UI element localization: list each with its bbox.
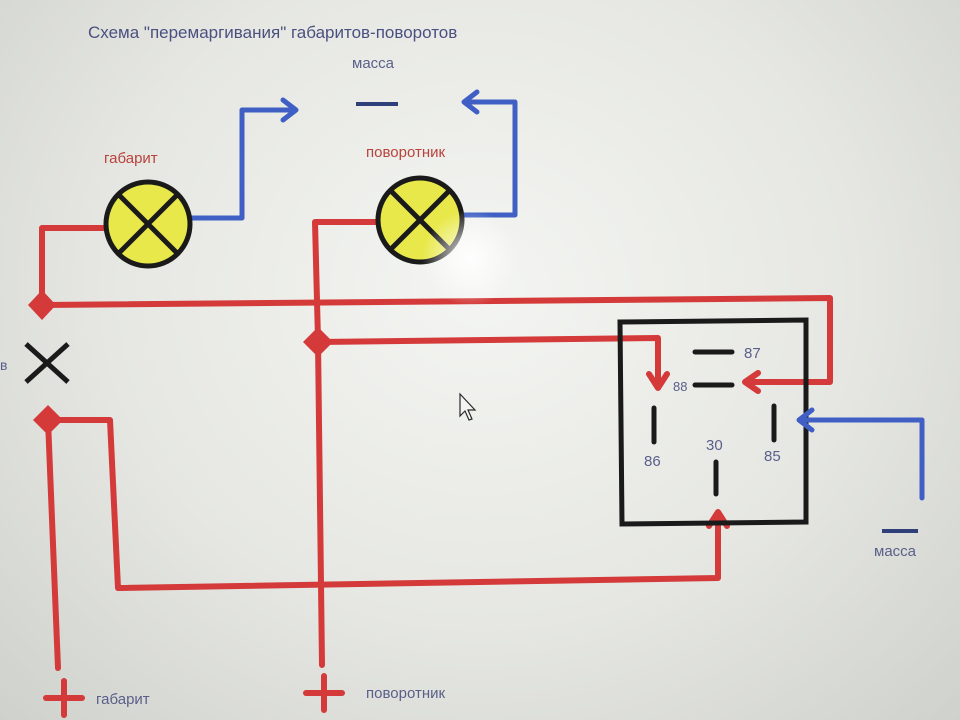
red-wire-gabarit-down (45, 417, 61, 671)
left-edge-label: в (0, 357, 7, 373)
lamp-left (103, 179, 193, 269)
relay-pin-87-label: 87 (744, 345, 761, 362)
plus-terminal-right (303, 673, 345, 713)
red-wire-turn-to-relay (315, 335, 661, 389)
bottom-left-label: габарит (96, 691, 150, 708)
blue-wire-right-lamp (457, 99, 518, 218)
blue-wire-relay-85 (797, 417, 925, 501)
lamp-left-label: габарит (104, 150, 158, 167)
relay-body (617, 317, 809, 527)
relay-pin-88-label: 88 (673, 379, 687, 394)
light-glare (422, 210, 518, 306)
red-wire-right-lamp-feed (312, 219, 383, 343)
arrow-right-ground (461, 89, 480, 115)
junction-node-2 (303, 327, 333, 357)
relay: 87 88 86 30 85 (617, 317, 809, 527)
arrow-relay-88-left (646, 371, 670, 391)
junction-node-3 (33, 405, 63, 435)
relay-pin-85-label: 85 (764, 448, 781, 465)
break-cross-b (24, 342, 70, 384)
ground-label-right: масса (874, 543, 917, 560)
lamp-right-label: поворотник (366, 144, 445, 161)
relay-pin-86-label: 86 (644, 453, 661, 470)
ground-label-top: масса (352, 55, 395, 72)
diagram-title: Схема "перемаргивания" габаритов-поворот… (88, 23, 457, 42)
junction-node-1 (28, 290, 56, 320)
red-wire-to-relay-30 (45, 417, 721, 591)
red-wire-turn-down (315, 339, 325, 668)
arrow-relay-85 (796, 407, 815, 433)
arrow-relay-88-right (742, 370, 761, 394)
red-wire-gabarit-to-relay (39, 295, 833, 385)
bottom-right-label: поворотник (366, 685, 445, 702)
relay-pin-30-label: 30 (706, 437, 723, 454)
red-wire-left-lamp-feed (39, 225, 108, 308)
arrow-left-ground (280, 97, 299, 123)
blue-wire-left-lamp (187, 107, 295, 221)
plus-terminal-left (43, 678, 85, 718)
mouse-cursor-icon (459, 392, 477, 421)
